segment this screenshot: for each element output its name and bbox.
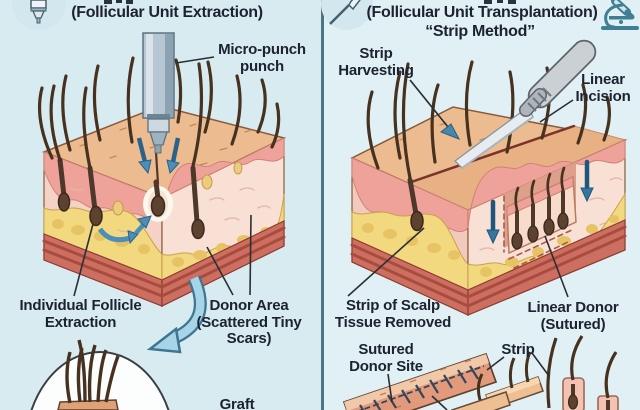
cut-strip-pieces (450, 351, 544, 410)
extracted-follicle (143, 179, 173, 222)
micro-punch-tool (142, 32, 175, 185)
dermis-texture (69, 187, 271, 233)
sutured-strip (342, 352, 498, 410)
label-strip-harvesting: Strip Harvesting (338, 45, 414, 79)
extraction-arrows (136, 137, 181, 175)
graft-closeup-circle (30, 339, 170, 410)
punch-tool-icon (12, 0, 66, 30)
label-graft: Graft (219, 396, 255, 410)
label-strip: Strip (501, 341, 535, 358)
fut-skin-block (350, 60, 628, 316)
strip-direction-arrows (486, 159, 594, 245)
scalpel-icon (321, 0, 373, 30)
microscope-icon (601, 0, 639, 30)
scalp-strip-chunk (506, 166, 577, 255)
panel-divider (321, 0, 324, 410)
strip-harvesting-arrow (409, 79, 461, 140)
right-panel-subtitle: “Strip Method” (425, 23, 535, 40)
graft-zoom-arrow (146, 275, 207, 354)
label-sutured-donor-site: Sutured Donor Site (349, 341, 423, 375)
hair-follicles (57, 157, 205, 240)
scalp-hairs (37, 56, 281, 170)
graft-hairs (65, 339, 120, 404)
follicle-lift-arrows (97, 215, 152, 245)
cropped-fut-title-remnant (484, 0, 516, 4)
suture-stitches (359, 365, 479, 410)
cropped-fue-title-remnant (104, 0, 133, 4)
label-donor-area: Donor Area (Scattered Tiny Scars) (196, 297, 302, 347)
left-leader-lines (73, 56, 252, 297)
scalpel (454, 39, 597, 169)
label-micro-punch: Micro-punch punch (218, 41, 306, 75)
left-panel-title: (Follicular Unit Extraction) (71, 4, 263, 21)
label-strip-of-scalp-removed: Strip of Scalp Tissue Removed (334, 297, 452, 331)
follicle-grafts (546, 335, 619, 410)
right-panel-title: (Follicular Unit Transplantation) (366, 4, 598, 21)
suture-dashed-lines (503, 195, 575, 269)
label-individual-follicle-extraction: Individual Follicle Extraction (19, 297, 142, 331)
label-linear-incision: Linear Incision (575, 71, 631, 105)
label-linear-donor-sutured: Linear Donor (Sutured) (527, 299, 619, 333)
right-leader-lines (347, 99, 574, 410)
